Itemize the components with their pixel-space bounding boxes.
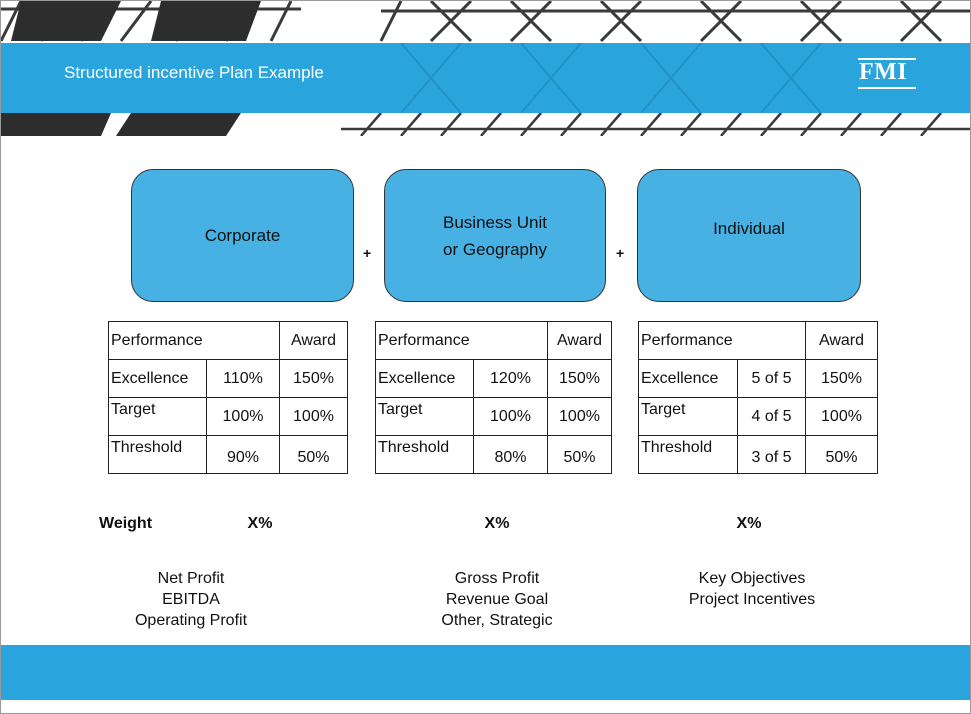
measure-cell: 90% (206, 435, 280, 474)
corporate-weight: X% (247, 515, 273, 532)
plus-operator: + (363, 245, 372, 261)
measure-cell: 100% (206, 397, 280, 436)
corporate-label: Corporate (204, 226, 281, 245)
level-cell: Excellence (375, 359, 474, 398)
business-unit-label-line1: Business Unit (443, 212, 547, 232)
measure-cell: 100% (473, 397, 548, 436)
level-cell: Excellence (638, 359, 738, 398)
table-row: Threshold 3 of 5 50% (638, 435, 878, 474)
table-row: Target 4 of 5 100% (638, 397, 878, 436)
award-cell: 150% (805, 359, 878, 398)
business-unit-weight: X% (484, 515, 510, 532)
table-row: Target 100% 100% (375, 397, 612, 436)
table-row: Threshold 90% 50% (108, 435, 348, 474)
performance-header: Performance (108, 321, 280, 360)
list-item: Net Profit (157, 570, 225, 587)
award-header: Award (805, 321, 878, 360)
individual-label: Individual (713, 219, 785, 238)
performance-header: Performance (638, 321, 806, 360)
page-title: Structured incentive Plan Example (64, 63, 324, 82)
business-unit-performance-table: Performance Award Excellence 120% 150% T… (375, 321, 612, 474)
logo-rule-bottom (858, 87, 916, 89)
performance-header: Performance (375, 321, 548, 360)
measure-cell: 80% (473, 435, 548, 474)
award-cell: 100% (805, 397, 878, 436)
footer-bar (1, 645, 970, 700)
business-unit-metrics: Gross Profit Revenue Goal Other, Strateg… (417, 568, 577, 631)
level-cell: Threshold (375, 435, 474, 474)
list-item: EBITDA (162, 591, 220, 608)
level-cell: Excellence (108, 359, 207, 398)
level-cell: Target (638, 397, 738, 436)
award-cell: 50% (279, 435, 348, 474)
table-header-row: Performance Award (375, 321, 612, 360)
logo-rule-top (858, 58, 916, 60)
table-row: Excellence 120% 150% (375, 359, 612, 398)
title-bar (1, 43, 970, 113)
award-cell: 50% (547, 435, 612, 474)
award-cell: 50% (805, 435, 878, 474)
table-header-row: Performance Award (108, 321, 348, 360)
business-unit-box: Business Unit or Geography (384, 169, 606, 302)
table-header-row: Performance Award (638, 321, 878, 360)
list-item: Operating Profit (134, 612, 248, 629)
table-row: Excellence 5 of 5 150% (638, 359, 878, 398)
list-item: Revenue Goal (445, 591, 549, 608)
level-cell: Threshold (108, 435, 207, 474)
fmi-logo: FMI (859, 59, 908, 85)
list-item: Gross Profit (454, 570, 540, 587)
award-header: Award (279, 321, 348, 360)
award-cell: 100% (279, 397, 348, 436)
measure-cell: 3 of 5 (737, 435, 806, 474)
table-row: Excellence 110% 150% (108, 359, 348, 398)
table-row: Threshold 80% 50% (375, 435, 612, 474)
level-cell: Target (108, 397, 207, 436)
measure-cell: 4 of 5 (737, 397, 806, 436)
list-item: Key Objectives (698, 570, 806, 587)
level-cell: Target (375, 397, 474, 436)
award-cell: 150% (279, 359, 348, 398)
table-row: Target 100% 100% (108, 397, 348, 436)
list-item: Other, Strategic (441, 612, 553, 629)
measure-cell: 110% (206, 359, 280, 398)
award-cell: 100% (547, 397, 612, 436)
award-cell: 150% (547, 359, 612, 398)
corporate-metrics: Net Profit EBITDA Operating Profit (111, 568, 271, 631)
individual-performance-table: Performance Award Excellence 5 of 5 150%… (638, 321, 878, 474)
corporate-box: Corporate (131, 169, 354, 302)
weight-label: Weight (99, 515, 153, 532)
business-unit-label-line2: or Geography (443, 239, 547, 259)
banner-texture (400, 43, 822, 113)
individual-weight: X% (736, 515, 762, 532)
measure-cell: 120% (473, 359, 548, 398)
individual-box: Individual (637, 169, 861, 302)
header-banner: Structured incentive Plan Example FMI (1, 1, 970, 136)
individual-metrics: Key Objectives Project Incentives (667, 568, 837, 610)
level-cell: Threshold (638, 435, 738, 474)
measure-cell: 5 of 5 (737, 359, 806, 398)
award-header: Award (547, 321, 612, 360)
corporate-performance-table: Performance Award Excellence 110% 150% T… (108, 321, 348, 474)
list-item: Project Incentives (688, 591, 816, 608)
plus-operator: + (616, 245, 625, 261)
